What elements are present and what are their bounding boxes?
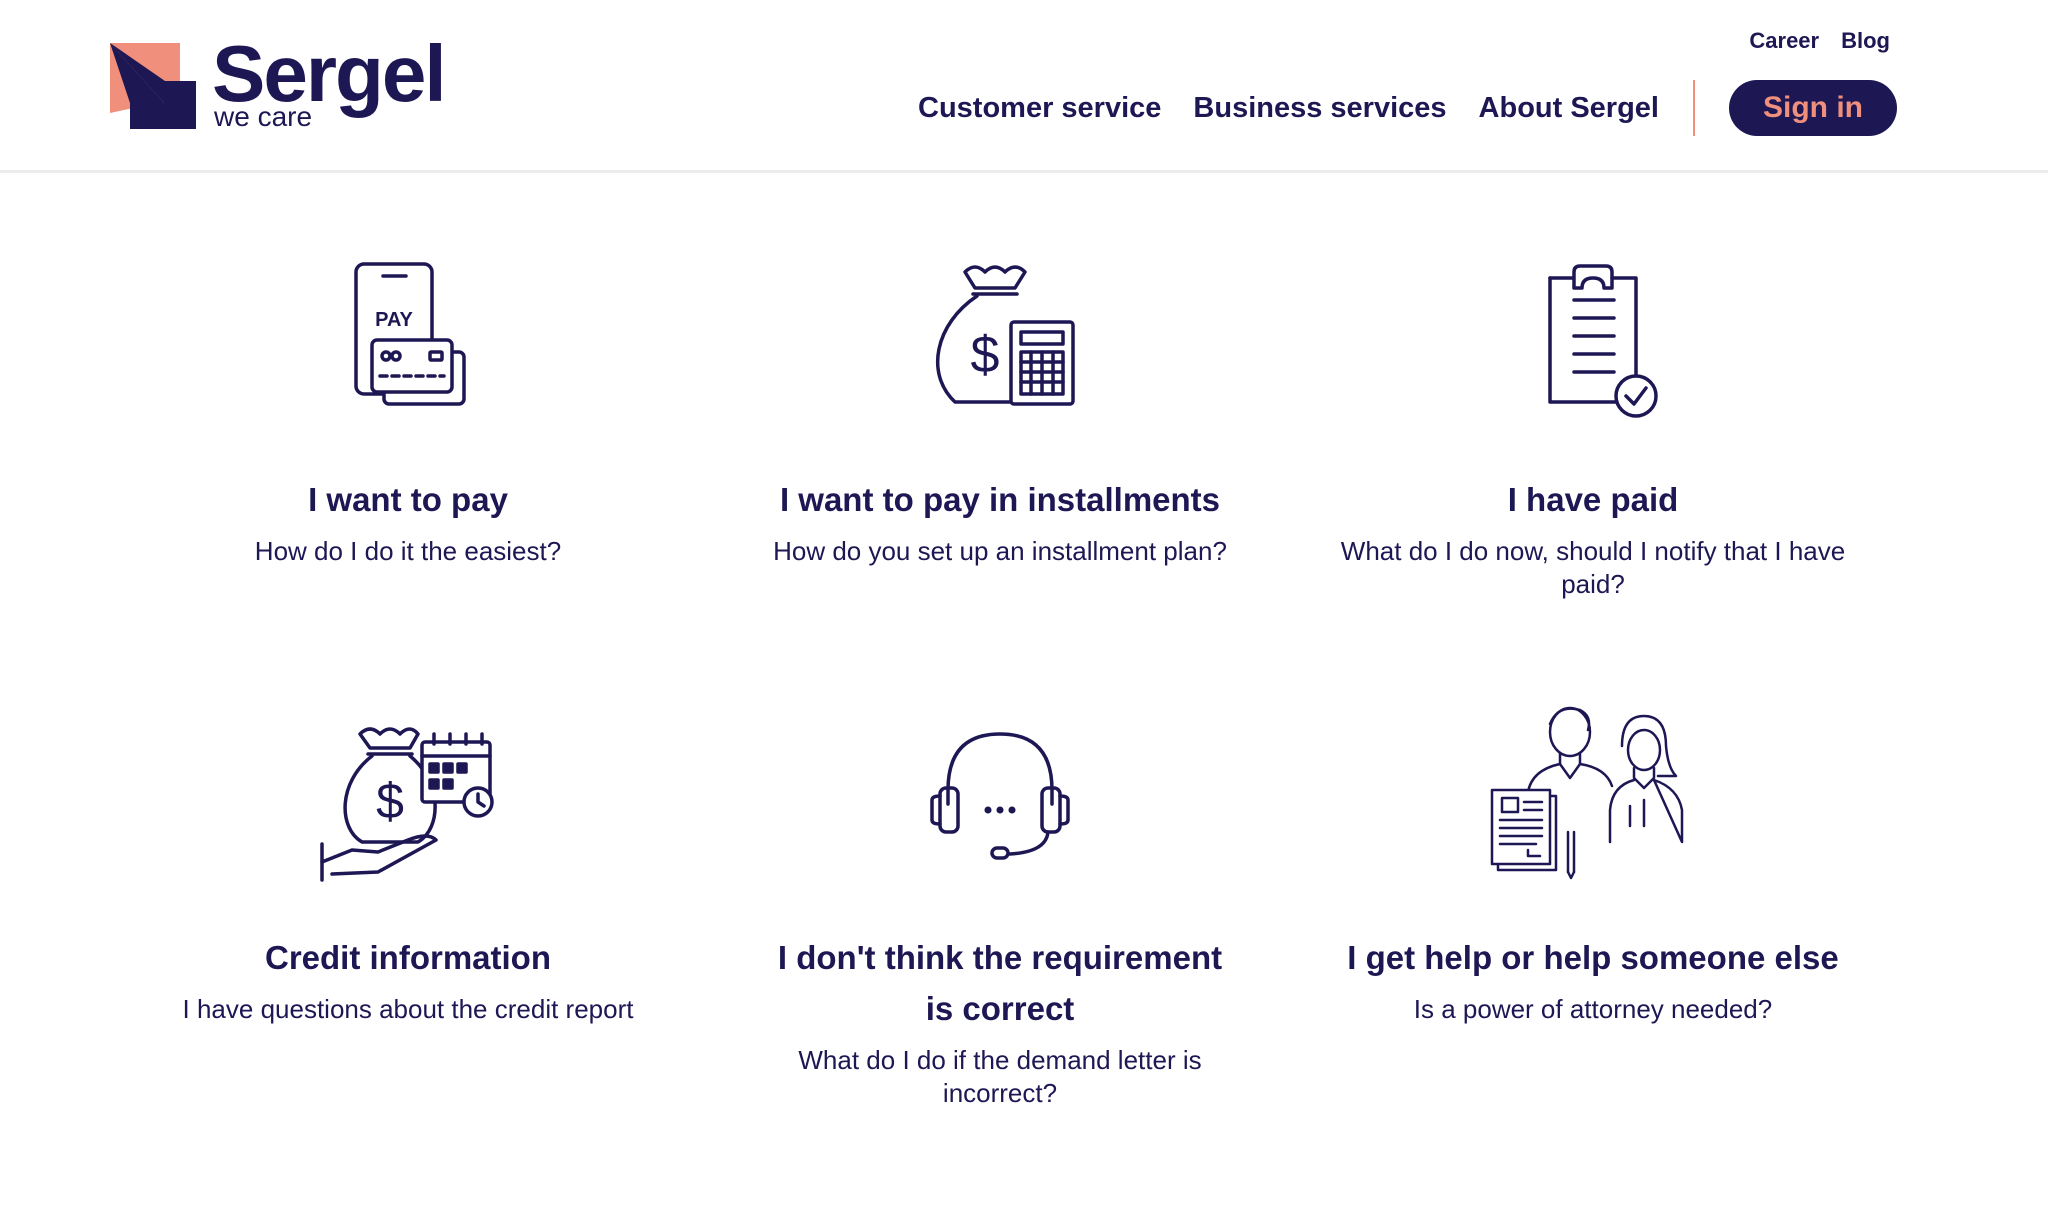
card-description: What do I do if the demand letter is inc… xyxy=(798,1045,1202,1108)
svg-text:$: $ xyxy=(376,773,404,829)
card-description: Is a power of attorney needed? xyxy=(1413,994,1773,1024)
svg-text:PAY: PAY xyxy=(375,309,413,331)
nav-customer-service[interactable]: Customer service xyxy=(918,91,1162,124)
card-title: I want to pay xyxy=(308,481,508,518)
main-navigation: Customer service Business services About… xyxy=(918,80,1897,136)
card-title: I get help or help someone else xyxy=(1347,939,1839,976)
blog-link[interactable]: Blog xyxy=(1841,28,1890,53)
phone-pay-icon: PAY xyxy=(354,262,466,406)
logo-wordmark: Sergel xyxy=(212,29,447,118)
card-title: I have paid xyxy=(1507,481,1679,518)
site-header: Sergel we care Career Blog Customer serv… xyxy=(0,0,2048,173)
card-title: I don't think the requirement is correct xyxy=(777,939,1223,1027)
card-have-paid[interactable]: I have paid What do I do now, should I n… xyxy=(1313,254,1873,601)
clipboard-check-icon xyxy=(1548,264,1658,418)
card-pay[interactable]: PAY I want to pay How do I do it the eas… xyxy=(128,254,688,568)
card-title: I want to pay in installments xyxy=(779,481,1221,518)
money-bag-calendar-icon: $ xyxy=(320,727,494,882)
card-description: I have questions about the credit report xyxy=(182,994,634,1024)
card-help-someone[interactable]: I get help or help someone else Is a pow… xyxy=(1313,706,1873,1026)
money-bag-calculator-icon: $ xyxy=(936,265,1075,406)
card-installments[interactable]: $ I want to pay in installments How do y… xyxy=(720,254,1280,568)
nav-divider xyxy=(1693,80,1695,136)
card-title: Credit information xyxy=(265,939,551,976)
career-link[interactable]: Career xyxy=(1749,28,1820,53)
logo-tagline: we care xyxy=(214,101,313,132)
nav-about-sergel[interactable]: About Sergel xyxy=(1478,91,1659,124)
nav-business-services[interactable]: Business services xyxy=(1193,91,1447,124)
card-description: How do you set up an installment plan? xyxy=(773,536,1227,566)
headset-icon xyxy=(930,732,1070,860)
card-credit-information[interactable]: $ Credit information I have questions ab… xyxy=(128,712,688,1026)
card-requirement-incorrect[interactable]: I don't think the requirement is correct… xyxy=(720,712,1280,1110)
svg-text:$: $ xyxy=(971,326,1000,384)
logo-mark-icon xyxy=(110,43,196,129)
utility-links: Career Blog xyxy=(1749,28,1890,54)
card-description: How do I do it the easiest? xyxy=(254,536,562,566)
card-description: What do I do now, should I notify that I… xyxy=(1340,536,1846,599)
people-documents-icon xyxy=(1490,706,1684,880)
sergel-logo[interactable]: Sergel we care xyxy=(110,34,470,138)
sign-in-button[interactable]: Sign in xyxy=(1729,80,1897,136)
